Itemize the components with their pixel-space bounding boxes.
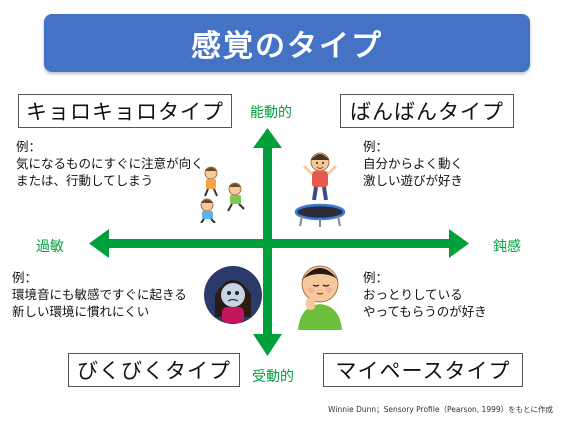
- type-box-mypace: マイペースタイプ: [323, 353, 523, 387]
- example-line: または、行動してしまう: [16, 173, 154, 188]
- type-label: ばんばんタイプ: [350, 100, 504, 124]
- arrow-up-icon: [253, 128, 282, 148]
- calm-boy-icon: [298, 265, 342, 330]
- axis-label-active: 能動的: [250, 105, 292, 121]
- example-line: 環境音にも敏感ですぐに起きる: [12, 287, 187, 302]
- example-line: おっとりしている: [363, 287, 463, 302]
- example-line: やってもらうのが好き: [363, 304, 487, 319]
- type-label: キョロキョロタイプ: [26, 100, 224, 124]
- example-mypace: 例： おっとりしている やってもらうのが好き: [363, 269, 487, 320]
- trampoline-child-icon: [294, 152, 346, 227]
- axis-label-sensitive: 過敏: [36, 239, 64, 255]
- axis-label-dull: 鈍感: [493, 239, 521, 255]
- type-box-kyorokyoro: キョロキョロタイプ: [18, 94, 232, 128]
- type-box-bikubiku: びくびくタイプ: [68, 353, 240, 387]
- example-heading: 例：: [16, 139, 42, 154]
- example-banban: 例： 自分からよく動く 激しい遊びが好き: [363, 138, 463, 189]
- example-line: 激しい遊びが好き: [363, 173, 464, 188]
- example-heading: 例：: [363, 139, 389, 154]
- type-label: びくびくタイプ: [77, 359, 231, 383]
- horizontal-axis: [106, 239, 452, 248]
- page-title: 感覚のタイプ: [191, 29, 383, 64]
- example-line: 気になるものにすぐに注意が向く: [16, 156, 204, 171]
- example-bikubiku: 例： 環境音にも敏感ですぐに起きる 新しい環境に慣れにくい: [12, 269, 187, 320]
- source-credit: Winnie Dunn；Sensory Profile（Pearson, 199…: [328, 405, 553, 414]
- running-kids-icon: [200, 166, 245, 223]
- example-heading: 例：: [363, 270, 389, 285]
- type-box-banban: ばんばんタイプ: [340, 94, 514, 128]
- title-banner: 感覚のタイプ: [44, 14, 530, 72]
- axis-label-passive: 受動的: [252, 369, 294, 385]
- type-label: マイペースタイプ: [335, 359, 511, 383]
- example-line: 新しい環境に慣れにくい: [12, 304, 150, 319]
- example-heading: 例：: [12, 270, 38, 285]
- scared-child-icon: [204, 266, 262, 324]
- example-line: 自分からよく動く: [363, 156, 464, 171]
- arrow-left-icon: [89, 229, 109, 258]
- arrow-down-icon: [253, 334, 282, 356]
- example-kyorokyoro: 例： 気になるものにすぐに注意が向く または、行動してしまう: [16, 138, 204, 189]
- arrow-right-icon: [449, 229, 469, 258]
